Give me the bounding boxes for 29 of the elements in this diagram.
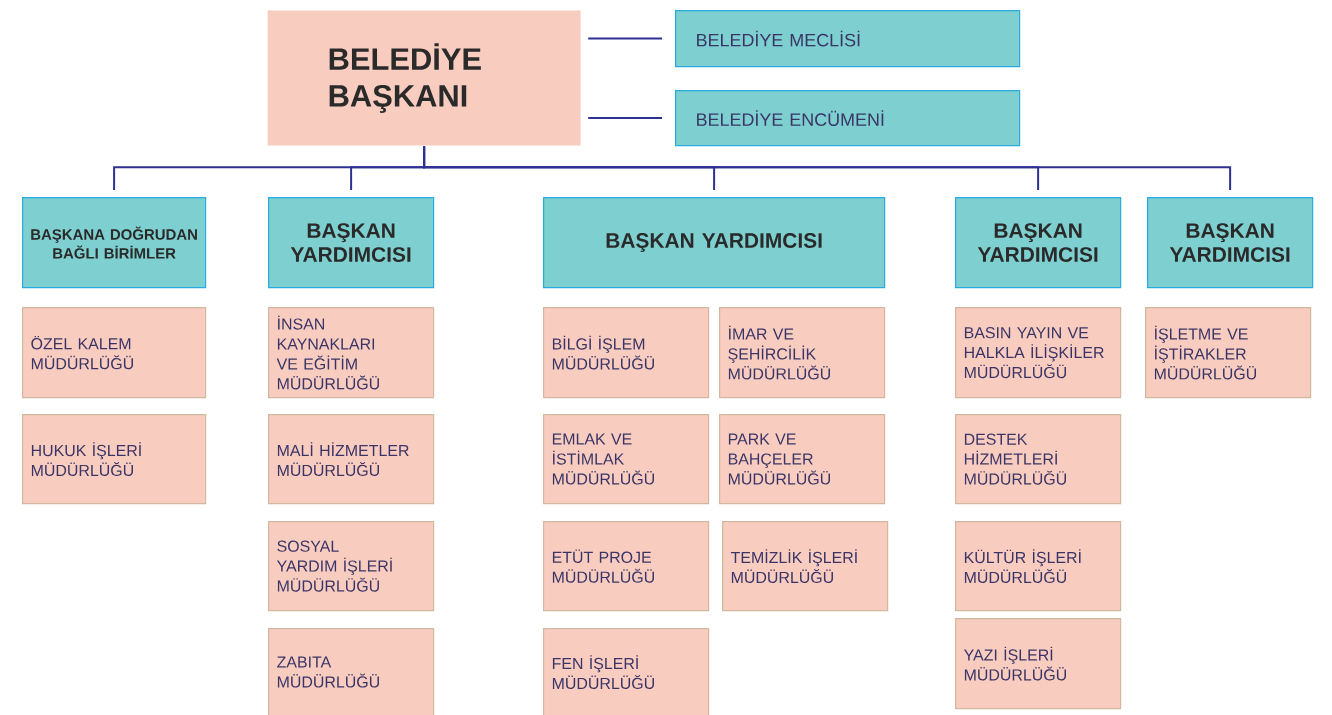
unit-group-box: BAŞKANA DOĞRUDAN BAĞLI BİRİMLER (22, 197, 207, 289)
department-box: İNSAN KAYNAKLARI VE EĞİTİM MÜDÜRLÜĞÜ (268, 307, 435, 399)
department-box: HUKUK İŞLERİ MÜDÜRLÜĞÜ (22, 414, 207, 505)
department-box: DESTEK HİZMETLERİ MÜDÜRLÜĞÜ (955, 414, 1122, 505)
department-box: PARK VE BAHÇELER MÜDÜRLÜĞÜ (719, 414, 886, 505)
deputy-box: BAŞKAN YARDIMCISI (1147, 197, 1314, 289)
connector-line (423, 145, 1232, 191)
leader-box: BELEDİYE BAŞKANI (267, 10, 581, 146)
department-box: EMLAK VE İSTİMLAK MÜDÜRLÜĞÜ (543, 414, 710, 505)
department-box: FEN İŞLERİ MÜDÜRLÜĞÜ (543, 628, 710, 715)
connector-line (587, 117, 663, 120)
council-box: BELEDİYE ENCÜMENİ (675, 90, 1021, 147)
department-box: İMAR VE ŞEHİRCİLİK MÜDÜRLÜĞÜ (719, 307, 886, 399)
department-box: KÜLTÜR İŞLERİ MÜDÜRLÜĞÜ (955, 521, 1122, 612)
department-box: MALİ HİZMETLER MÜDÜRLÜĞÜ (268, 414, 435, 505)
department-box: TEMİZLİK İŞLERİ MÜDÜRLÜĞÜ (722, 521, 889, 612)
council-box: BELEDİYE MECLİSİ (675, 10, 1021, 68)
department-box: İŞLETME VE İŞTİRAKLER MÜDÜRLÜĞÜ (1145, 307, 1312, 399)
department-box: SOSYAL YARDIM İŞLERİ MÜDÜRLÜĞÜ (268, 521, 435, 612)
department-box: ETÜT PROJE MÜDÜRLÜĞÜ (543, 521, 710, 612)
department-box: ZABITA MÜDÜRLÜĞÜ (268, 628, 435, 715)
deputy-box: BAŞKAN YARDIMCISI (268, 197, 435, 289)
department-box: BASIN YAYIN VE HALKLA İLİŞKİLER MÜDÜRLÜĞÜ (955, 307, 1122, 399)
deputy-box: BAŞKAN YARDIMCISI (955, 197, 1122, 289)
connector-line (587, 37, 663, 40)
department-box: ÖZEL KALEM MÜDÜRLÜĞÜ (22, 307, 207, 399)
department-box: BİLGİ İŞLEM MÜDÜRLÜĞÜ (543, 307, 710, 399)
department-box: YAZI İŞLERİ MÜDÜRLÜĞÜ (955, 618, 1122, 710)
deputy-box: BAŞKAN YARDIMCISI (543, 197, 886, 289)
